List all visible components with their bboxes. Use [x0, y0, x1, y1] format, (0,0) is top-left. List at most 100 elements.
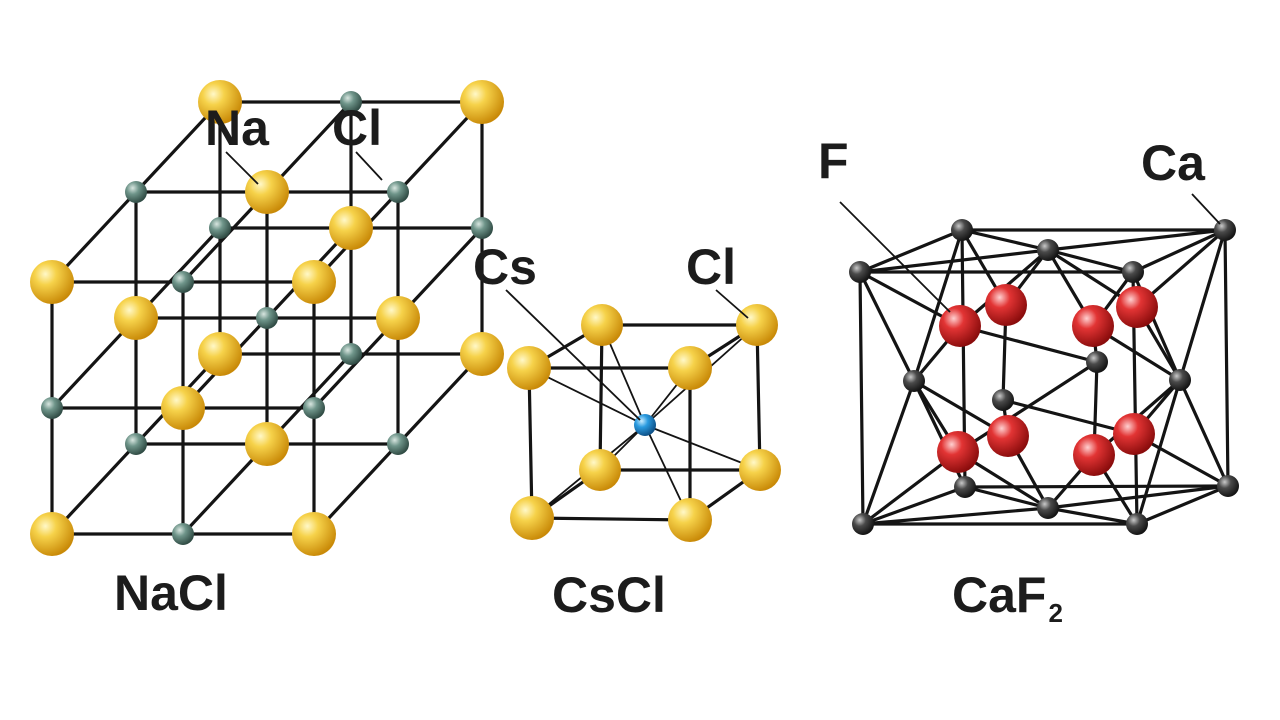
- nacl-na-atom: [340, 343, 362, 365]
- nacl-na-atom: [172, 271, 194, 293]
- caf2-bond: [1046, 506, 1139, 526]
- caf2-f-pointer: [839, 201, 951, 313]
- nacl-cl-atom: [161, 386, 205, 430]
- caf2-ca-label-group: Ca: [1141, 135, 1221, 225]
- nacl-title: NaCl: [114, 565, 228, 621]
- nacl-cl-atom: [198, 80, 242, 124]
- cscl-title: CsCl: [552, 567, 666, 623]
- caf2-structure: [849, 219, 1239, 535]
- caf2-ca-atom: [1217, 475, 1239, 497]
- caf2-bond: [1046, 248, 1135, 274]
- nacl-na-atom: [125, 181, 147, 203]
- caf2-bond: [1001, 398, 1136, 436]
- caf2-f-atom: [985, 284, 1027, 326]
- caf2-ca-atom: [849, 261, 871, 283]
- cscl-cl-atom: [736, 304, 778, 346]
- caf2-ca-label: Ca: [1141, 135, 1206, 191]
- caf2-ca-atom: [1169, 369, 1191, 391]
- cscl-structure: [507, 304, 781, 542]
- caf2-ca-pointer: [1191, 193, 1221, 225]
- caf2-f-atom: [987, 415, 1029, 457]
- caf2-ca-atom: [852, 513, 874, 535]
- caf2-bond: [1178, 378, 1230, 488]
- caf2-title-subscript: 2: [1048, 598, 1062, 628]
- caf2-f-atom: [1072, 305, 1114, 347]
- caf2-edge: [1135, 484, 1230, 526]
- caf2-bond: [1135, 378, 1182, 526]
- caf2-title-main: CaF: [952, 567, 1046, 623]
- cscl-cs-label: Cs: [473, 239, 537, 295]
- cscl-cl-label-group: Cl: [686, 239, 749, 319]
- nacl-cl-atom: [460, 80, 504, 124]
- nacl-cl-atom: [329, 206, 373, 250]
- caf2-ca-atom: [992, 389, 1014, 411]
- cscl-edge: [530, 516, 692, 522]
- caf2-f-atom: [937, 431, 979, 473]
- caf2-edge: [1223, 228, 1230, 488]
- cscl-cs-pointer: [505, 289, 641, 421]
- nacl-na-atom: [209, 217, 231, 239]
- caf2-ca-atom: [1214, 219, 1236, 241]
- nacl-na-atom: [303, 397, 325, 419]
- caf2-bond: [858, 248, 1050, 274]
- caf2-bond: [1178, 228, 1227, 382]
- caf2-f-label-group: F: [818, 133, 951, 313]
- nacl-cl-atom: [245, 422, 289, 466]
- nacl-na-atom: [387, 433, 409, 455]
- nacl-cl-label: Cl: [332, 100, 382, 156]
- caf2-bond: [858, 270, 916, 383]
- caf2-ca-atom: [903, 370, 925, 392]
- nacl-cl-atom: [460, 332, 504, 376]
- caf2-bond: [861, 379, 916, 526]
- nacl-cl-atom: [292, 260, 336, 304]
- caf2-ca-atom: [1122, 261, 1144, 283]
- caf2-edge: [858, 228, 964, 274]
- nacl-na-atom: [256, 307, 278, 329]
- caf2-ca-atom: [951, 219, 973, 241]
- caf2-f-atom: [1113, 413, 1155, 455]
- nacl-na-pointer: [225, 151, 259, 185]
- caf2-bond: [960, 228, 1050, 252]
- cscl-cl-pointer: [715, 289, 749, 319]
- nacl-cl-atom: [292, 512, 336, 556]
- nacl-cl-atom: [30, 512, 74, 556]
- caf2-ca-atom: [1126, 513, 1148, 535]
- nacl-na-atom: [340, 91, 362, 113]
- cscl-cl-atom: [739, 449, 781, 491]
- cscl-edge: [527, 366, 534, 520]
- caf2-bond: [963, 485, 1050, 510]
- cscl-edge: [755, 323, 762, 472]
- caf2-f-atom: [1116, 286, 1158, 328]
- nacl-na-atom: [125, 433, 147, 455]
- nacl-cl-atom: [198, 332, 242, 376]
- caf2-title: CaF2: [952, 567, 1063, 628]
- cscl-cl-atom: [668, 498, 712, 542]
- nacl-na-label-group: Na: [205, 100, 270, 185]
- cscl-cl-atom: [581, 304, 623, 346]
- caf2-bond: [1046, 484, 1230, 510]
- cscl-cl-atom: [507, 346, 551, 390]
- nacl-cl-atom: [30, 260, 74, 304]
- caf2-bond: [1046, 228, 1227, 252]
- nacl-na-atom: [387, 181, 409, 203]
- caf2-edge: [861, 485, 967, 526]
- caf2-edge: [1131, 228, 1227, 274]
- caf2-f-atom: [1073, 434, 1115, 476]
- caf2-edge: [963, 484, 1230, 489]
- cscl-edge: [598, 323, 604, 472]
- nacl-na-atom: [172, 523, 194, 545]
- caf2-bond: [958, 324, 1099, 364]
- cscl-cl-atom: [579, 449, 621, 491]
- nacl-cl-atom: [376, 296, 420, 340]
- caf2-ca-atom: [1086, 351, 1108, 373]
- nacl-na-label: Na: [205, 100, 270, 156]
- caf2-bond: [861, 506, 1050, 526]
- caf2-edge: [858, 270, 865, 526]
- cscl-cs-label-group: Cs: [473, 239, 641, 421]
- caf2-bond: [912, 228, 964, 383]
- nacl-cl-label-group: Cl: [332, 100, 383, 181]
- caf2-f-atom: [939, 305, 981, 347]
- cscl-cl-atom: [510, 496, 554, 540]
- caf2-ca-atom: [954, 476, 976, 498]
